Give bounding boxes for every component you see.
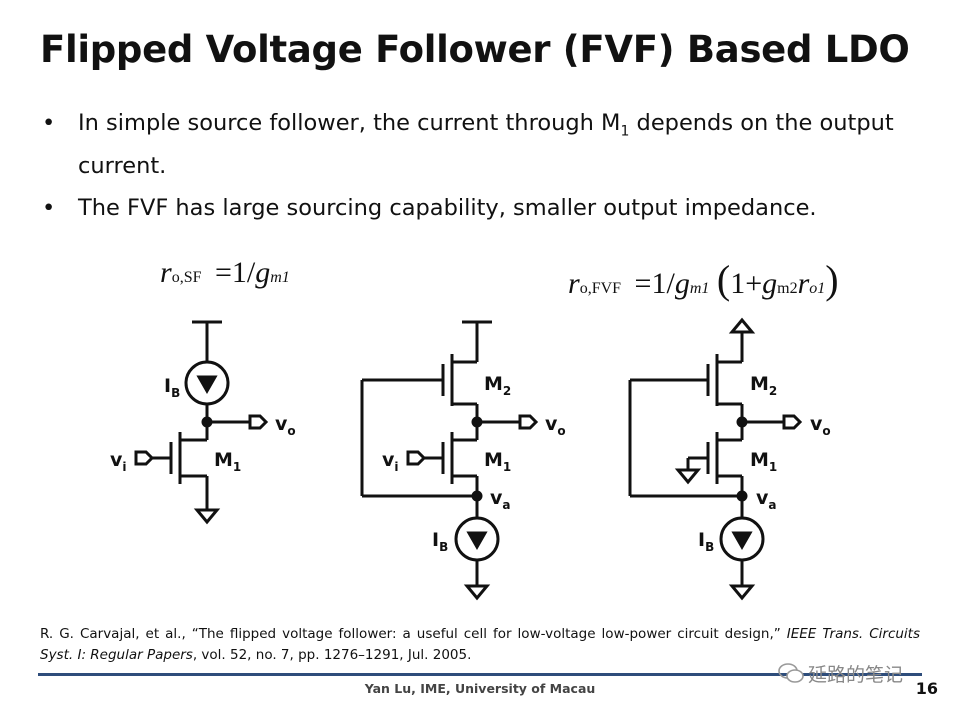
fvf-ldo-circuit xyxy=(628,317,803,601)
bullet-dot-icon: • xyxy=(42,194,56,221)
vo-label: vo xyxy=(545,413,566,438)
watermark-text: 延路的笔记 xyxy=(808,664,904,686)
bullet-text: The FVF has large sourcing capability, s… xyxy=(78,194,817,221)
page-number: 16 xyxy=(915,679,938,698)
m1-label: M1 xyxy=(484,449,511,474)
slide-title: Flipped Voltage Follower (FVF) Based LDO xyxy=(40,28,910,71)
bullet-list: • In simple source follower, the current… xyxy=(40,106,930,233)
bullet-dot-icon: • xyxy=(42,110,56,136)
vi-label: vi xyxy=(110,449,127,474)
reference-citation: R. G. Carvajal, et al., “The flipped vol… xyxy=(40,626,921,663)
ib-label: IB xyxy=(698,529,714,554)
bullet-text: In simple source follower, the current t… xyxy=(78,110,894,179)
source-follower-circuit xyxy=(134,320,269,525)
equation-fvf-output-impedance: ro,FVF =1/gm1 (1+gm2ro1) xyxy=(568,257,839,302)
circuit-diagrams: IB vo vi M1 M2 vo vi M1 va xyxy=(110,317,831,601)
vo-label: vo xyxy=(275,413,296,438)
m2-label: M2 xyxy=(750,373,777,398)
ib-label: IB xyxy=(432,529,448,554)
m1-label: M1 xyxy=(750,449,777,474)
m2-label: M2 xyxy=(484,373,511,398)
vo-label: vo xyxy=(810,413,831,438)
va-label: va xyxy=(756,487,777,512)
va-label: va xyxy=(490,487,511,512)
wechat-icon xyxy=(778,663,804,683)
bullet-item: • In simple source follower, the current… xyxy=(40,106,930,183)
footer-affiliation: Yan Lu, IME, University of Macau xyxy=(364,681,596,696)
ib-label: IB xyxy=(164,375,180,400)
fvf-circuit xyxy=(360,320,539,601)
footer-divider xyxy=(38,673,922,676)
vi-label: vi xyxy=(382,449,399,474)
equation-sf-output-impedance: ro,SF =1/gm1 xyxy=(160,256,290,289)
m1-label: M1 xyxy=(214,449,241,474)
bullet-item: • The FVF has large sourcing capability,… xyxy=(40,191,930,225)
